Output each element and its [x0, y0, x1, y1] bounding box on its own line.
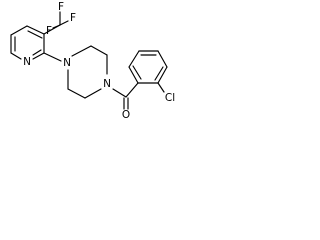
- bond-pyridine-n1-c2-inner: [32, 49, 42, 56]
- atom-chlorine: Cl: [165, 92, 175, 104]
- bond-aryl-c1-c2: [128, 66, 139, 84]
- bond-pyridine-c6-n1: [10, 52, 22, 60]
- atom-label-layer: F F F N N N O Cl: [23, 1, 175, 121]
- atom-n-pyridine: N: [23, 56, 31, 68]
- atom-n-piperazine-lower: N: [103, 78, 111, 90]
- bond-aryl-c2-c3: [128, 50, 140, 68]
- bond-pyridine-n1-c2: [32, 52, 45, 60]
- atom-f-left: F: [46, 25, 52, 37]
- bond-aryl-c4-c5: [157, 50, 168, 68]
- bond-aryl-cl: [157, 82, 165, 93]
- bond-cf3-f-left: [52, 24, 61, 29]
- bond-n4-carbonyl: [112, 88, 127, 98]
- bond-c2-n-piperazine: [43, 52, 62, 62]
- bond-pip-n4-c5: [84, 88, 102, 99]
- atom-n-piperazine-upper: N: [63, 57, 71, 69]
- atom-f-right: F: [70, 12, 76, 24]
- bond-cf3-f-right: [59, 20, 69, 26]
- bond-layer: [10, 11, 168, 110]
- bond-aryl-c1-c2-inner: [132, 65, 142, 80]
- bond-pip-c2-c3: [90, 45, 108, 56]
- atom-oxygen: O: [122, 109, 130, 121]
- chemical-structure-diagram: F F F N N N O Cl: [10, 1, 175, 121]
- bond-aryl-c5-c6-inner: [154, 66, 164, 81]
- bond-carbonyl-aryl: [125, 82, 139, 98]
- bond-pip-c5-c6: [67, 88, 86, 99]
- bond-aryl-c5-c6: [157, 66, 168, 84]
- bond-pip-n1-c2: [71, 45, 92, 57]
- bond-pyridine-c3-c4: [26, 25, 45, 35]
- bond-pyridine-c3-c4-inner: [27, 30, 43, 39]
- bond-pyridine-c4-c5: [10, 25, 28, 36]
- atom-f-top: F: [58, 1, 64, 13]
